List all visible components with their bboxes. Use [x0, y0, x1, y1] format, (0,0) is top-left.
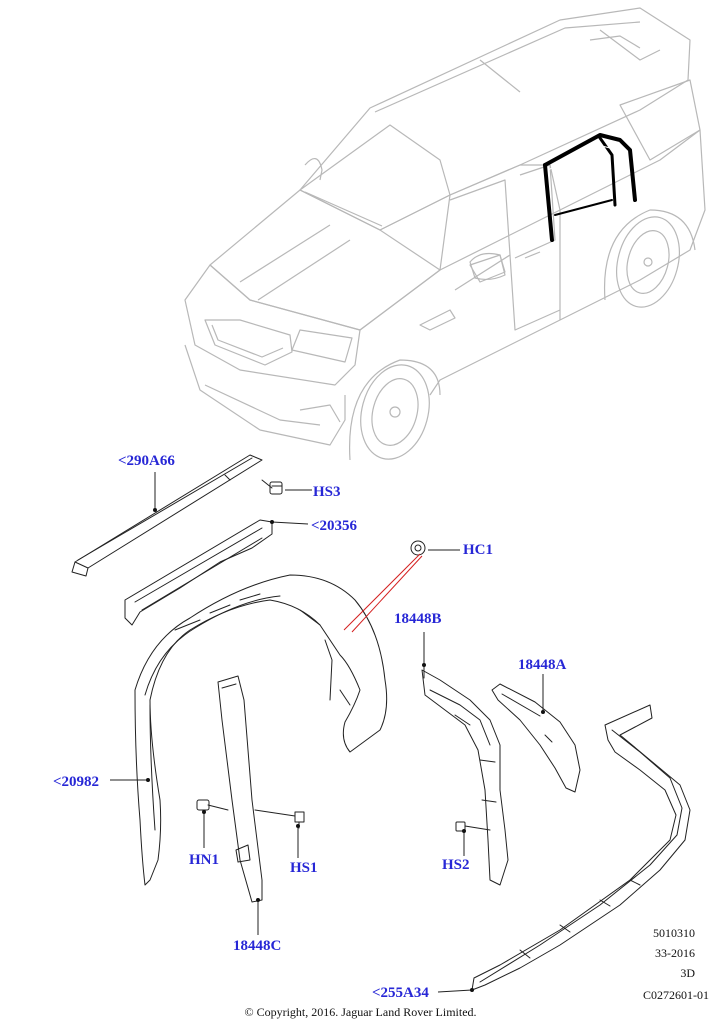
- part-18448A-finisher[interactable]: [491, 683, 581, 793]
- part-18448B-bracket[interactable]: [421, 664, 509, 886]
- callout-HC1[interactable]: HC1: [463, 542, 493, 558]
- copyright-text: © Copyright, 2016. Jaguar Land Rover Lim…: [244, 1005, 477, 1019]
- callout-18448A[interactable]: 18448A: [518, 657, 567, 673]
- part-HS2-screw[interactable]: [455, 821, 491, 832]
- callout-18448B[interactable]: 18448B: [394, 611, 442, 627]
- part-20356-belt-moulding[interactable]: [124, 519, 273, 626]
- part-290A66-trim-strip[interactable]: [71, 454, 263, 577]
- part-HS1-screw[interactable]: [254, 809, 305, 829]
- callout-255A34[interactable]: <255A34: [372, 985, 429, 1001]
- reference-number: 5010310: [653, 926, 695, 940]
- callout-HN1[interactable]: HN1: [189, 852, 219, 868]
- reference-view: 3D: [680, 966, 695, 980]
- hc1-leader-lines: [343, 549, 460, 633]
- rear-door-seal-highlight: [543, 133, 637, 242]
- callout-20982[interactable]: <20982: [53, 774, 100, 790]
- callout-HS2[interactable]: HS2: [442, 857, 470, 873]
- callout-HS3[interactable]: HS3: [313, 484, 341, 500]
- part-18448C-pillar-trim[interactable]: [217, 675, 263, 903]
- reference-date: 33-2016: [655, 946, 695, 960]
- callout-20356[interactable]: <20356: [311, 518, 358, 534]
- part-HS3-clip[interactable]: [261, 479, 283, 495]
- part-255A34-seal[interactable]: [471, 704, 691, 991]
- leader-dots: [146, 508, 545, 992]
- part-20982-arch-trim[interactable]: [134, 574, 388, 886]
- part-HN1-nut[interactable]: [196, 799, 229, 811]
- vehicle-illustration: [184, 7, 706, 461]
- callout-18448C[interactable]: 18448C: [233, 938, 282, 954]
- callout-290A66[interactable]: <290A66: [118, 453, 175, 469]
- leader-lines: [110, 472, 544, 993]
- callout-HS1[interactable]: HS1: [290, 860, 318, 876]
- reference-code: C0272601-01: [643, 988, 709, 1002]
- part-HC1-cap[interactable]: [410, 540, 426, 556]
